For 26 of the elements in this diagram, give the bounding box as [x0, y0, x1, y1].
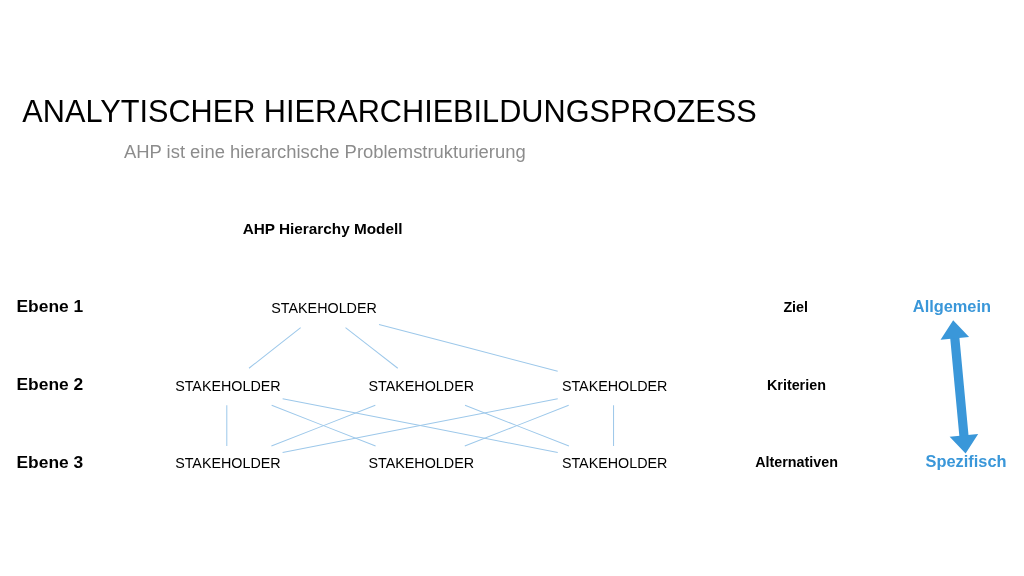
connector [282, 398, 559, 454]
node-text: Allgemein [912, 296, 991, 315]
connector [226, 404, 228, 447]
connector [613, 404, 615, 447]
label: Alternativen [755, 454, 838, 471]
node-text: Spezifisch [925, 452, 1007, 471]
label: Kriterien [767, 376, 826, 393]
node-text: STAKEHOLDER [175, 455, 281, 472]
connector [345, 327, 399, 369]
node-text: STAKEHOLDER [368, 455, 475, 472]
node-text: STAKEHOLDER [368, 377, 475, 394]
label: Ebene 2 [16, 373, 84, 394]
label: Ziel [783, 298, 809, 315]
arrow [940, 320, 979, 454]
connector [378, 324, 559, 372]
diagram-title: ANALYTISCHER HIERARCHIEBILDUNGSPROZESS [22, 93, 757, 129]
label: Ebene 3 [16, 451, 84, 472]
node-text: STAKEHOLDER [561, 455, 668, 472]
connector [248, 327, 302, 369]
label: Ebene 1 [16, 296, 84, 317]
node-text: STAKEHOLDER [271, 299, 377, 316]
node-text: STAKEHOLDER [561, 377, 668, 394]
connector [464, 404, 570, 447]
node-text: STAKEHOLDER [175, 377, 281, 394]
label: AHP ist eine hierarchische Problemstrukturierung [123, 140, 526, 162]
label: AHP Hierarchy Modell [242, 219, 403, 237]
